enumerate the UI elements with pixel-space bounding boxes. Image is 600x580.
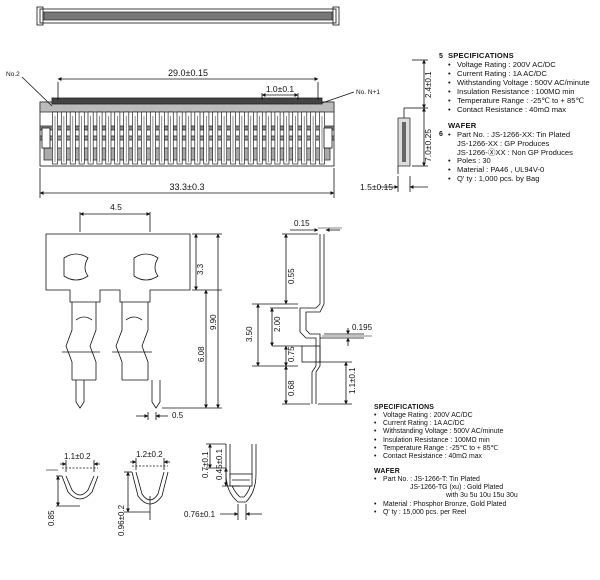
spec-title: SPECIFICATIONS (374, 404, 435, 411)
contact-detail-1 (46, 460, 100, 507)
connector-side-view (397, 107, 412, 174)
dim-vertical-terminal (136, 233, 222, 420)
wafer-part-no: Part No. : JS-1266-XX: Tin Plated (448, 130, 590, 140)
dim-608-label: 6.08 (197, 346, 206, 362)
dim-29 (57, 77, 319, 100)
dim-096-label: 0.96±0.2 (117, 504, 126, 536)
wafer-title: WAFER (448, 120, 477, 130)
dim-side (380, 59, 428, 192)
spec-index-6: 6 (439, 131, 443, 138)
wafer-item: Q' ty : 1,000 pcs. by Bag (448, 174, 590, 184)
wafer-part-no: Part No. : JS-1266-T: Tin Plated (374, 476, 518, 484)
wafer-part-sub: with 3u 5u 10u 15u 30u (446, 492, 518, 500)
dim-015-label: 0.15 (294, 219, 310, 228)
dim-990-label: 9.90 (209, 314, 218, 330)
dim-055-label: 0.55 (287, 268, 296, 284)
wafer-item: Poles : 30 (448, 157, 590, 167)
spec-item: Current Rating : 1A AC/DC (374, 420, 518, 428)
spec-item: Voltage Rating : 200V AC/DC (374, 412, 518, 420)
wafer-title: WAFER (374, 467, 400, 475)
spec-index-5: 5 (439, 53, 443, 60)
spec-item: Withstanding Voltage : 500V AC/minute (374, 428, 518, 436)
terminal-front-view (45, 233, 191, 409)
spec-title: SPECIFICATIONS (448, 51, 514, 60)
spec-list: Voltage Rating : 200V AC/DC Current Rati… (374, 412, 518, 461)
dim-350-label: 3.50 (245, 326, 254, 342)
terminal-side-view (299, 234, 325, 404)
dim-085-label: 0.85 (47, 510, 56, 526)
dim-1-pitch (261, 93, 299, 100)
dim-075-label: 0.75 (287, 346, 296, 362)
spec-item: Temperature Range : -25℃ to + 85℃ (448, 96, 590, 106)
contact-detail-2 (124, 458, 170, 520)
dim-11-label: 1.1±0.2 (64, 452, 91, 461)
dim-29-label: 29.0±0.15 (168, 68, 208, 78)
dim-076-label: 0.76±0.1 (184, 510, 216, 519)
spec-block-connector: 5 SPECIFICATIONS Voltage Rating : 200V A… (439, 51, 590, 185)
connector-front-view (39, 97, 335, 167)
dim-12-label: 1.2±0.2 (136, 450, 163, 459)
contact-pins-front (52, 111, 325, 165)
dim-45 (79, 212, 151, 232)
wafer-item: Material : PA46 , UL94V-0 (448, 165, 590, 175)
dim-70-label: 7.0±0.25 (423, 129, 433, 162)
callout-no-n1: No. N+1 (356, 89, 380, 96)
dim-0195-label: 0.195 (352, 323, 373, 332)
dim-33 (39, 168, 335, 198)
dim-15-label: 1.5±0.15 (360, 182, 393, 192)
wafer-part-sub: JS-1266-XX : GP Produces (457, 138, 550, 148)
spec-item: Insulation Resistance : 100MΩ min (374, 437, 518, 445)
dim-068-label: 0.68 (287, 380, 296, 396)
wafer-list: Part No. : JS-1266-T: Tin Plated (374, 476, 518, 484)
spec-item: Insulation Resistance : 100MΩ min (448, 87, 590, 97)
wafer-list-rest: Poles : 30 Material : PA46 , UL94V-0 Q' … (448, 157, 590, 185)
spec-item: Contact Resistance : 40mΩ max (374, 453, 518, 461)
dim-045-label: 0.45±0.1 (215, 448, 224, 480)
callout-no2-leader (21, 76, 53, 107)
dim-200-label: 2.00 (273, 316, 282, 332)
wafer-item: Material : Phosphor Bronze, Gold Plated (374, 501, 518, 509)
dim-07-label: 0.7±0.1 (201, 451, 210, 478)
spec-list: Voltage Rating : 200V AC/DC Current Rati… (448, 60, 590, 115)
spec-item: Current Rating : 1A AC/DC (448, 69, 590, 79)
wafer-item: Q' ty : 15,000 pcs. per Reel (374, 509, 518, 517)
spec-item: Temperature Range : -25℃ to + 85℃ (374, 445, 518, 453)
dim-side-terminal (252, 227, 372, 405)
dim-1-label: 1.0±0.1 (266, 84, 295, 94)
spec-item: Voltage Rating : 200V AC/DC (448, 60, 590, 70)
callout-no2: No.2 (6, 71, 20, 78)
contact-detail-3 (206, 443, 262, 520)
dim-24-label: 2.4±0.1 (424, 71, 433, 98)
connector-top-view (36, 6, 340, 26)
dim-45-label: 4.5 (110, 202, 122, 212)
dim-33b-label: 3.3 (196, 263, 205, 275)
wafer-part-sub: JS-1266-ⓍXX : Non GP Produces (457, 147, 573, 157)
dim-11b-label: 1.1±0.1 (348, 367, 357, 394)
dim-33-label: 33.3±0.3 (170, 182, 205, 192)
dim-05-label: 0.5 (172, 411, 184, 420)
wafer-list-rest: Material : Phosphor Bronze, Gold Plated … (374, 501, 518, 517)
callout-n1-leader (321, 91, 355, 104)
spec-block-terminal: SPECIFICATIONS Voltage Rating : 200V AC/… (374, 404, 518, 517)
wafer-part-sub: JS-1266-TG (xu) : Gold Plated (410, 484, 504, 492)
spec-item: Contact Resistance : 40mΩ max (448, 105, 590, 115)
spec-item: Withstanding Voltage : 500V AC/minute (448, 78, 590, 88)
wafer-list: Part No. : JS-1266-XX: Tin Plated (448, 130, 590, 140)
